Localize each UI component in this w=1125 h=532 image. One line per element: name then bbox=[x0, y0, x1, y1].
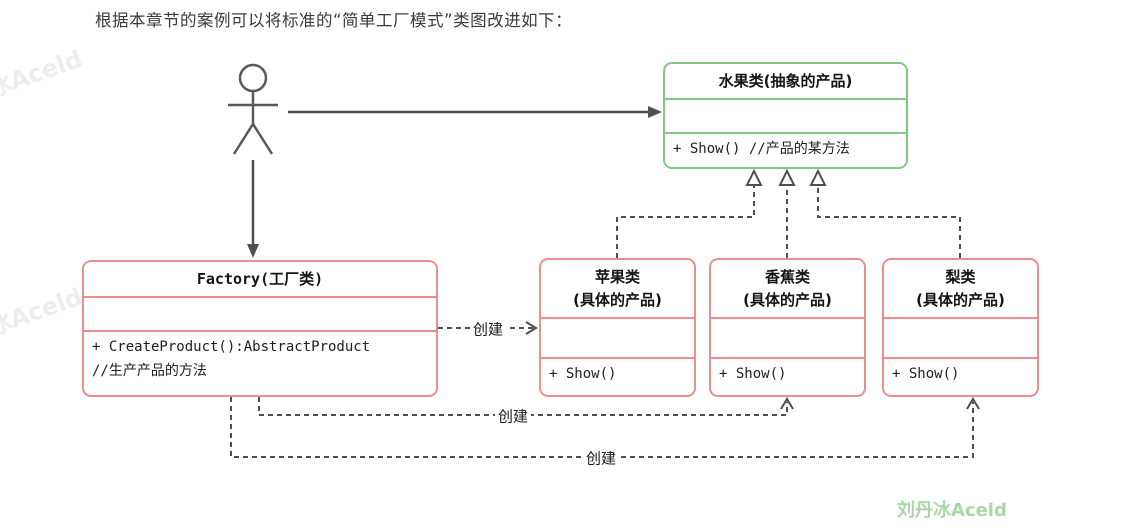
class-name-banana-line2: (具体的产品) bbox=[743, 290, 832, 309]
page-title: 根据本章节的案例可以将标准的“简单工厂模式”类图改进如下： bbox=[95, 11, 573, 30]
class-name-banana-line1: 香蕉类 bbox=[764, 267, 810, 286]
class-methods-banana: + Show() bbox=[711, 359, 864, 389]
edge-label-create-pear: 创建 bbox=[582, 447, 620, 469]
class-box-factory: Factory(工厂类) + CreateProduct():AbstractP… bbox=[82, 260, 438, 397]
class-methods-fruit: + Show() //产品的某方法 bbox=[665, 134, 906, 164]
class-box-apple: 苹果类 (具体的产品) + Show() bbox=[539, 258, 696, 397]
class-attributes-apple bbox=[541, 319, 694, 359]
association-arrow-actor-to-factory bbox=[247, 160, 259, 258]
method-banana-show: + Show() bbox=[719, 366, 787, 382]
class-methods-factory: + CreateProduct():AbstractProduct //生产产品… bbox=[84, 332, 436, 386]
class-title-apple: 苹果类 (具体的产品) bbox=[541, 260, 694, 319]
method-fruit-show: + Show() //产品的某方法 bbox=[673, 141, 850, 157]
brand-watermark: 刘丹冰Aceld bbox=[897, 500, 1007, 521]
class-attributes-factory bbox=[84, 298, 436, 332]
class-name-factory: Factory(工厂类) bbox=[196, 269, 324, 288]
association-arrow-actor-to-fruit bbox=[288, 106, 662, 118]
method-factory-createproduct: + CreateProduct():AbstractProduct bbox=[92, 339, 371, 355]
realization-arrow-pear-to-fruit bbox=[809, 168, 961, 258]
class-box-pear: 梨类 (具体的产品) + Show() bbox=[882, 258, 1039, 397]
class-name-apple-line1: 苹果类 bbox=[594, 267, 640, 286]
class-box-banana: 香蕉类 (具体的产品) + Show() bbox=[709, 258, 866, 397]
faint-watermark-top: 刘丹冰Aceld bbox=[0, 44, 86, 119]
class-methods-apple: + Show() bbox=[541, 359, 694, 389]
method-pear-show: + Show() bbox=[892, 366, 960, 382]
method-factory-comment: //生产产品的方法 bbox=[92, 363, 207, 379]
class-name-apple-line2: (具体的产品) bbox=[573, 290, 662, 309]
realization-arrow-banana-to-fruit bbox=[778, 168, 796, 258]
class-attributes-pear bbox=[884, 319, 1037, 359]
class-title-fruit: 水果类(抽象的产品) bbox=[665, 64, 906, 100]
realization-arrow-apple-to-fruit bbox=[616, 168, 763, 258]
class-name-pear-line1: 梨类 bbox=[945, 267, 976, 286]
class-attributes-fruit bbox=[665, 100, 906, 134]
class-title-factory: Factory(工厂类) bbox=[84, 262, 436, 298]
edge-label-create-banana: 创建 bbox=[494, 405, 532, 427]
class-title-banana: 香蕉类 (具体的产品) bbox=[711, 260, 864, 319]
class-attributes-banana bbox=[711, 319, 864, 359]
method-apple-show: + Show() bbox=[549, 366, 617, 382]
class-title-pear: 梨类 (具体的产品) bbox=[884, 260, 1037, 319]
actor-icon bbox=[228, 63, 278, 155]
class-box-fruit: 水果类(抽象的产品) + Show() //产品的某方法 bbox=[663, 62, 908, 169]
edge-label-create-apple: 创建 bbox=[469, 318, 507, 340]
class-methods-pear: + Show() bbox=[884, 359, 1037, 389]
class-name-fruit: 水果类(抽象的产品) bbox=[718, 71, 853, 90]
faint-watermark-mid: 刘丹冰Aceld bbox=[0, 282, 86, 357]
class-name-pear-line2: (具体的产品) bbox=[916, 290, 1005, 309]
